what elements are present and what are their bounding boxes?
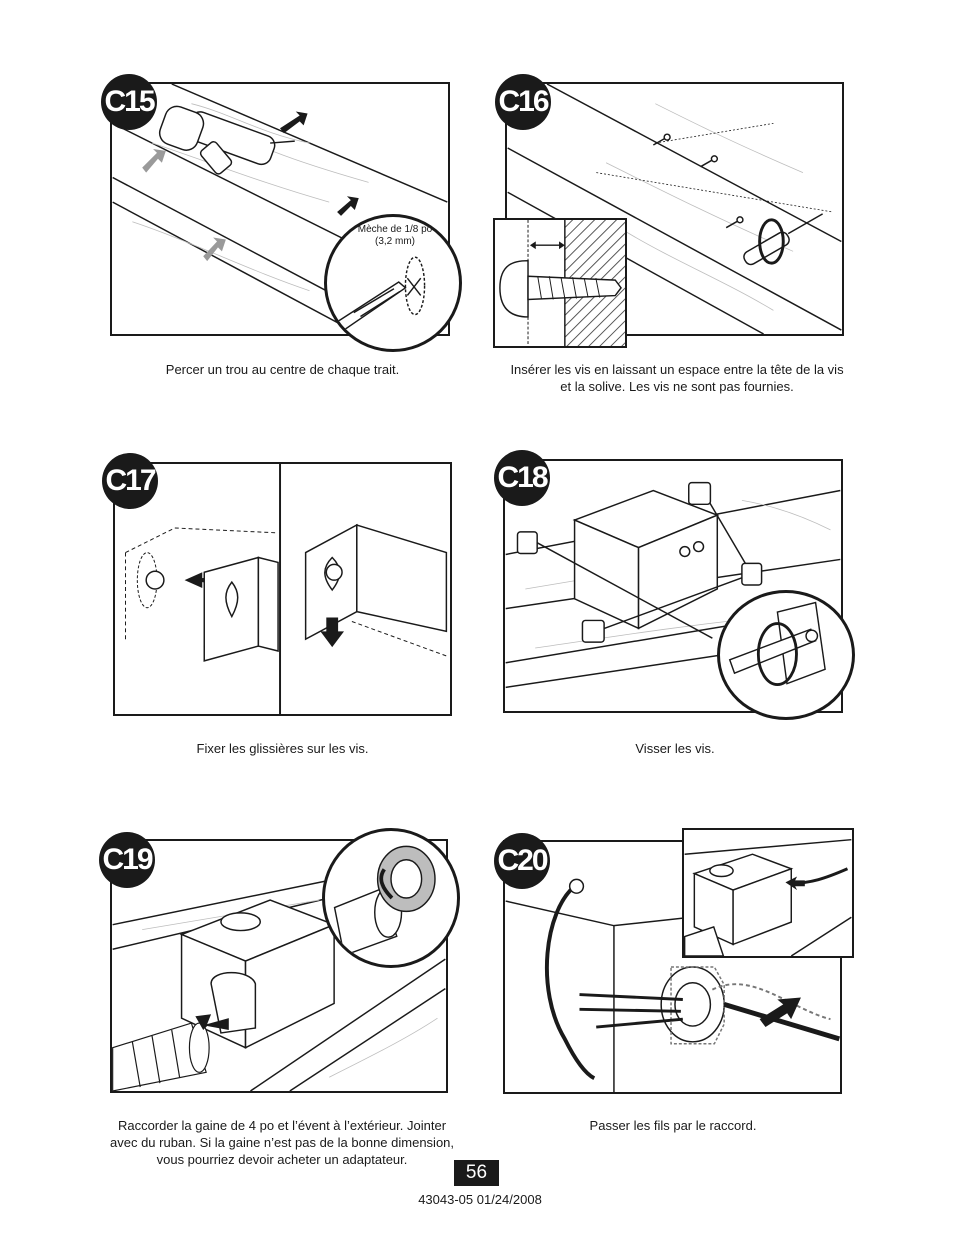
step-caption: Raccorder la gaine de 4 po et l’évent à … bbox=[110, 1118, 455, 1167]
step-illustration bbox=[113, 462, 452, 716]
arrow-icon bbox=[759, 997, 801, 1028]
duct-connection-illustration bbox=[112, 869, 446, 1091]
housing-screws-illustration bbox=[505, 481, 841, 689]
step-caption: Percer un trou au centre de chaque trait… bbox=[165, 362, 400, 377]
joist-drill-illustration bbox=[112, 84, 448, 334]
joist-screws-illustration bbox=[507, 84, 842, 334]
ground-screw-icon bbox=[568, 878, 585, 894]
screw-icon bbox=[652, 133, 744, 229]
document-code: 43043-05 01/24/2008 bbox=[418, 1192, 542, 1207]
step-badge: C20 bbox=[494, 833, 550, 889]
step-caption: Visser les vis. bbox=[635, 741, 715, 756]
arrow-icon bbox=[785, 876, 805, 891]
drill-icon bbox=[158, 105, 295, 175]
arrow-icon bbox=[280, 111, 308, 134]
screwdriver-callout bbox=[717, 590, 855, 720]
step-badge: C19 bbox=[99, 832, 155, 888]
step-badge: C17 bbox=[102, 453, 158, 509]
drill-bit-label: Mèche de 1/8 po (3,2 mm) bbox=[357, 224, 433, 247]
page-number: 56 bbox=[454, 1160, 499, 1186]
arrow-icon bbox=[337, 196, 359, 216]
flex-duct bbox=[112, 1022, 210, 1091]
fan-housing bbox=[572, 489, 720, 630]
slide-rail-illustration bbox=[125, 464, 448, 714]
screwdriver-icon bbox=[743, 213, 823, 266]
screw-icon bbox=[145, 570, 165, 590]
step-caption: Passer les fils par le raccord. bbox=[589, 1118, 757, 1133]
drill-bit-callout bbox=[324, 214, 462, 352]
step-caption: Insérer les vis en laissant un espace en… bbox=[510, 362, 844, 394]
step-badge: C16 bbox=[495, 74, 551, 130]
screw-gap-detail bbox=[493, 218, 627, 348]
step-badge: C18 bbox=[494, 450, 550, 506]
arrow-icon bbox=[184, 572, 215, 589]
arrow-icon bbox=[320, 617, 345, 648]
wiring-detail bbox=[682, 828, 854, 958]
ghost-arrow-icon bbox=[142, 148, 166, 173]
step-caption: Fixer les glissières sur les vis. bbox=[196, 741, 369, 756]
arrow-icon bbox=[195, 1014, 229, 1030]
cable-connector-icon bbox=[660, 966, 725, 1045]
duct-tape-callout bbox=[322, 828, 460, 968]
ghost-arrow-icon bbox=[203, 237, 226, 262]
step-badge: C15 bbox=[101, 74, 157, 130]
